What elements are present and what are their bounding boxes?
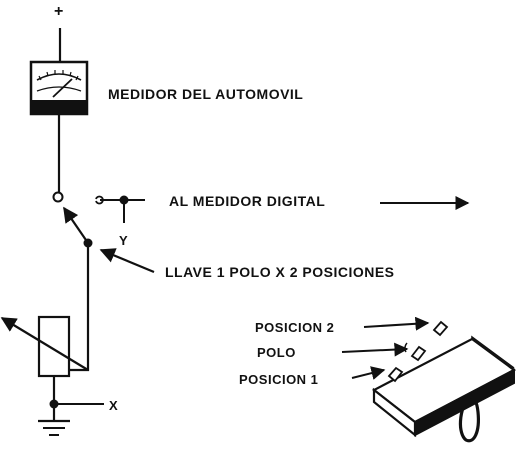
pos2-arrow [363, 316, 430, 331]
position-1-label: POSICION 1 [239, 372, 319, 387]
digital-label: AL MEDIDOR DIGITAL [169, 193, 326, 209]
polo-arrow [341, 342, 409, 357]
x-label: X [109, 398, 119, 413]
pos1-arrow [351, 366, 386, 380]
wire-switch-sensor [70, 243, 90, 372]
polo-label: POLO [257, 345, 296, 360]
ground-icon [38, 399, 104, 436]
switch-label: LLAVE 1 POLO X 2 POSICIONES [165, 264, 395, 280]
y-label: Y [119, 233, 129, 248]
toggle-switch-device-icon [371, 320, 517, 443]
switch-pointer-arrow [99, 248, 155, 274]
positive-terminal-label: + [54, 3, 64, 20]
variable-resistor-icon [0, 315, 89, 404]
digital-contact-icon [95, 195, 145, 223]
meter-label: MEDIDOR DEL AUTOMOVIL [108, 86, 304, 102]
analog-meter-icon [29, 60, 89, 116]
switch-icon [52, 191, 93, 248]
position-2-label: POSICION 2 [255, 320, 335, 335]
